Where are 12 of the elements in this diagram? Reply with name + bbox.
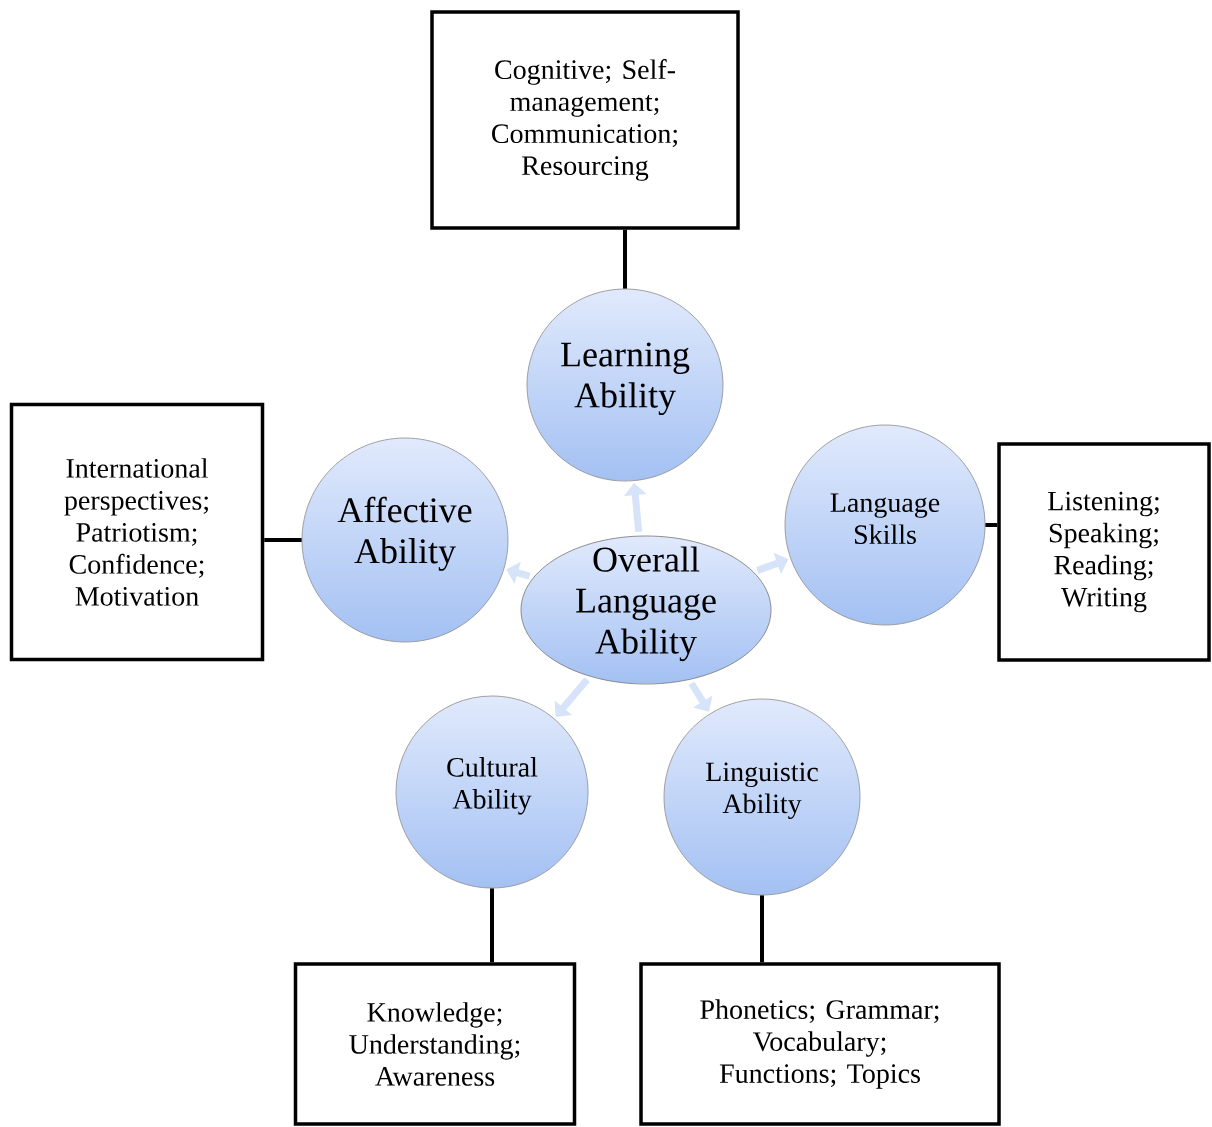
description-box: Listening; Speaking; Reading; Writing bbox=[997, 442, 1211, 662]
connector-line bbox=[490, 888, 494, 963]
arrow bbox=[688, 681, 713, 712]
description-box: Cognitive; Self-management; Communication; Resourcing bbox=[430, 10, 740, 230]
description-box: International perspectives; Patriotism; Confidence; Motivation bbox=[9, 402, 265, 662]
connector-line bbox=[623, 229, 627, 289]
description-box: Knowledge; Understanding; Awareness bbox=[293, 962, 577, 1126]
arrow bbox=[554, 677, 590, 717]
description-box: Phonetics; Grammar; Vocabulary; Functions; Topics bbox=[639, 962, 1001, 1126]
connector-line bbox=[264, 538, 302, 542]
connector-line bbox=[760, 895, 764, 963]
connector-line bbox=[985, 523, 998, 527]
